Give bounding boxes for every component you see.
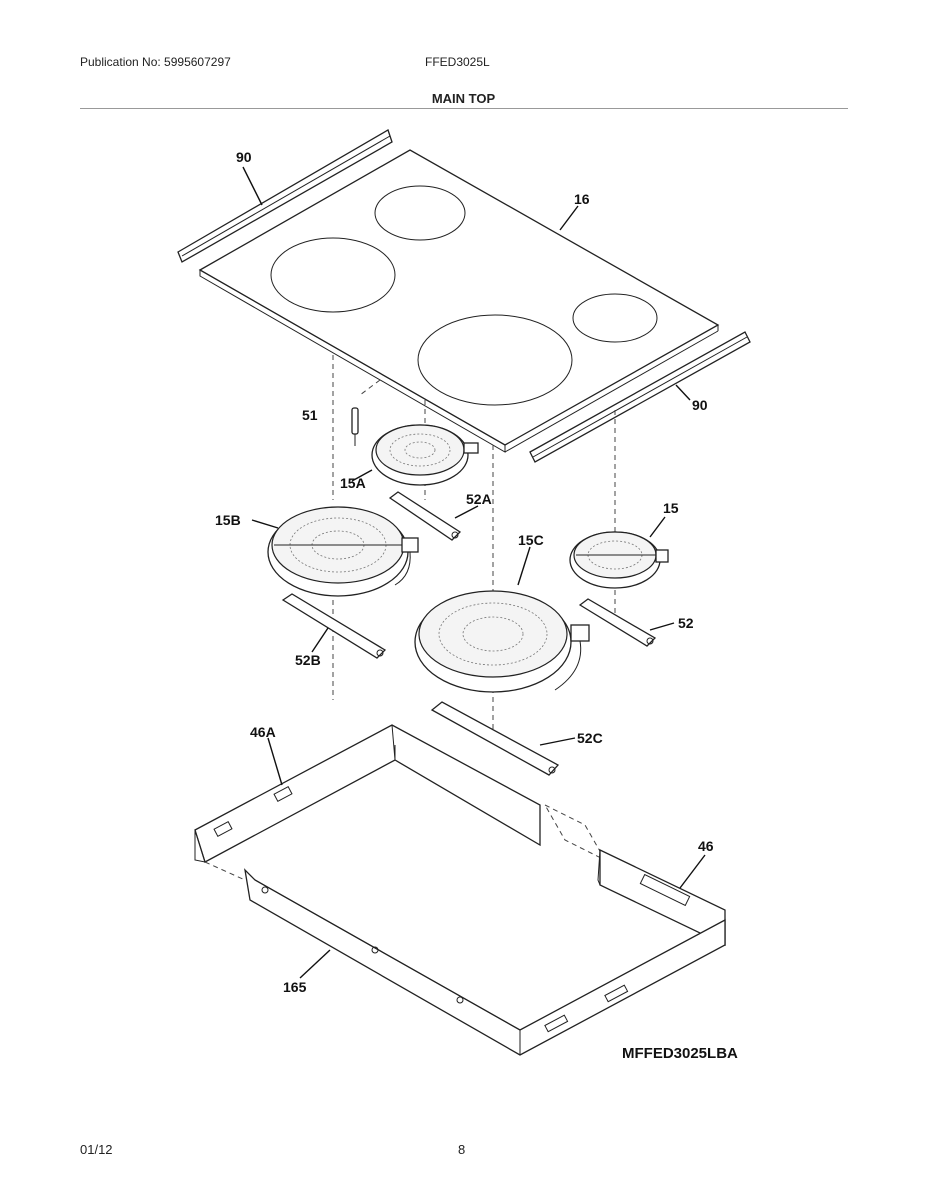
diagram-code: MFFED3025LBA	[622, 1045, 738, 1062]
callout-15c: 15C	[518, 532, 544, 548]
page-number: 8	[458, 1142, 466, 1157]
leader-lines	[242, 166, 706, 979]
burner-outline-center	[417, 314, 573, 406]
callout-15b: 15B	[215, 512, 241, 528]
callout-46: 46	[698, 838, 714, 854]
frame-165	[204, 861, 726, 1056]
header-divider	[80, 108, 848, 109]
publication-number: Publication No: 5995607297	[80, 55, 231, 69]
callout-51: 51	[302, 407, 318, 423]
footer-date: 01/12	[80, 1142, 113, 1157]
burner-outline-rear-left	[374, 185, 466, 241]
callout-52a: 52A	[466, 491, 492, 507]
bracket-52a	[388, 491, 462, 541]
callout-15: 15	[663, 500, 679, 516]
callout-15a: 15A	[340, 475, 366, 491]
element-15b	[267, 506, 419, 597]
frame-46a	[194, 724, 541, 863]
callout-90-top: 90	[236, 149, 252, 165]
burner-outline-right	[572, 293, 658, 343]
frame-connector-outline	[543, 803, 607, 862]
limiter-part	[351, 407, 359, 446]
callout-52c: 52C	[577, 730, 603, 746]
callout-16: 16	[574, 191, 590, 207]
section-title: MAIN TOP	[431, 91, 496, 106]
element-15	[569, 531, 669, 589]
callout-52b: 52B	[295, 652, 321, 668]
element-15c	[414, 590, 590, 693]
element-15a	[371, 424, 479, 486]
bracket-52	[578, 598, 657, 647]
glass-cooktop	[198, 149, 720, 453]
bracket-52c	[430, 701, 560, 776]
callout-52: 52	[678, 615, 694, 631]
callout-46a: 46A	[250, 724, 276, 740]
model-number: FFED3025L	[425, 55, 490, 69]
bracket-52b	[281, 593, 387, 659]
callout-90-right: 90	[692, 397, 708, 413]
trim-strip-left	[177, 129, 393, 263]
callout-165: 165	[283, 979, 307, 995]
trim-strip-right	[529, 331, 751, 463]
burner-outline-front-left	[270, 237, 396, 313]
